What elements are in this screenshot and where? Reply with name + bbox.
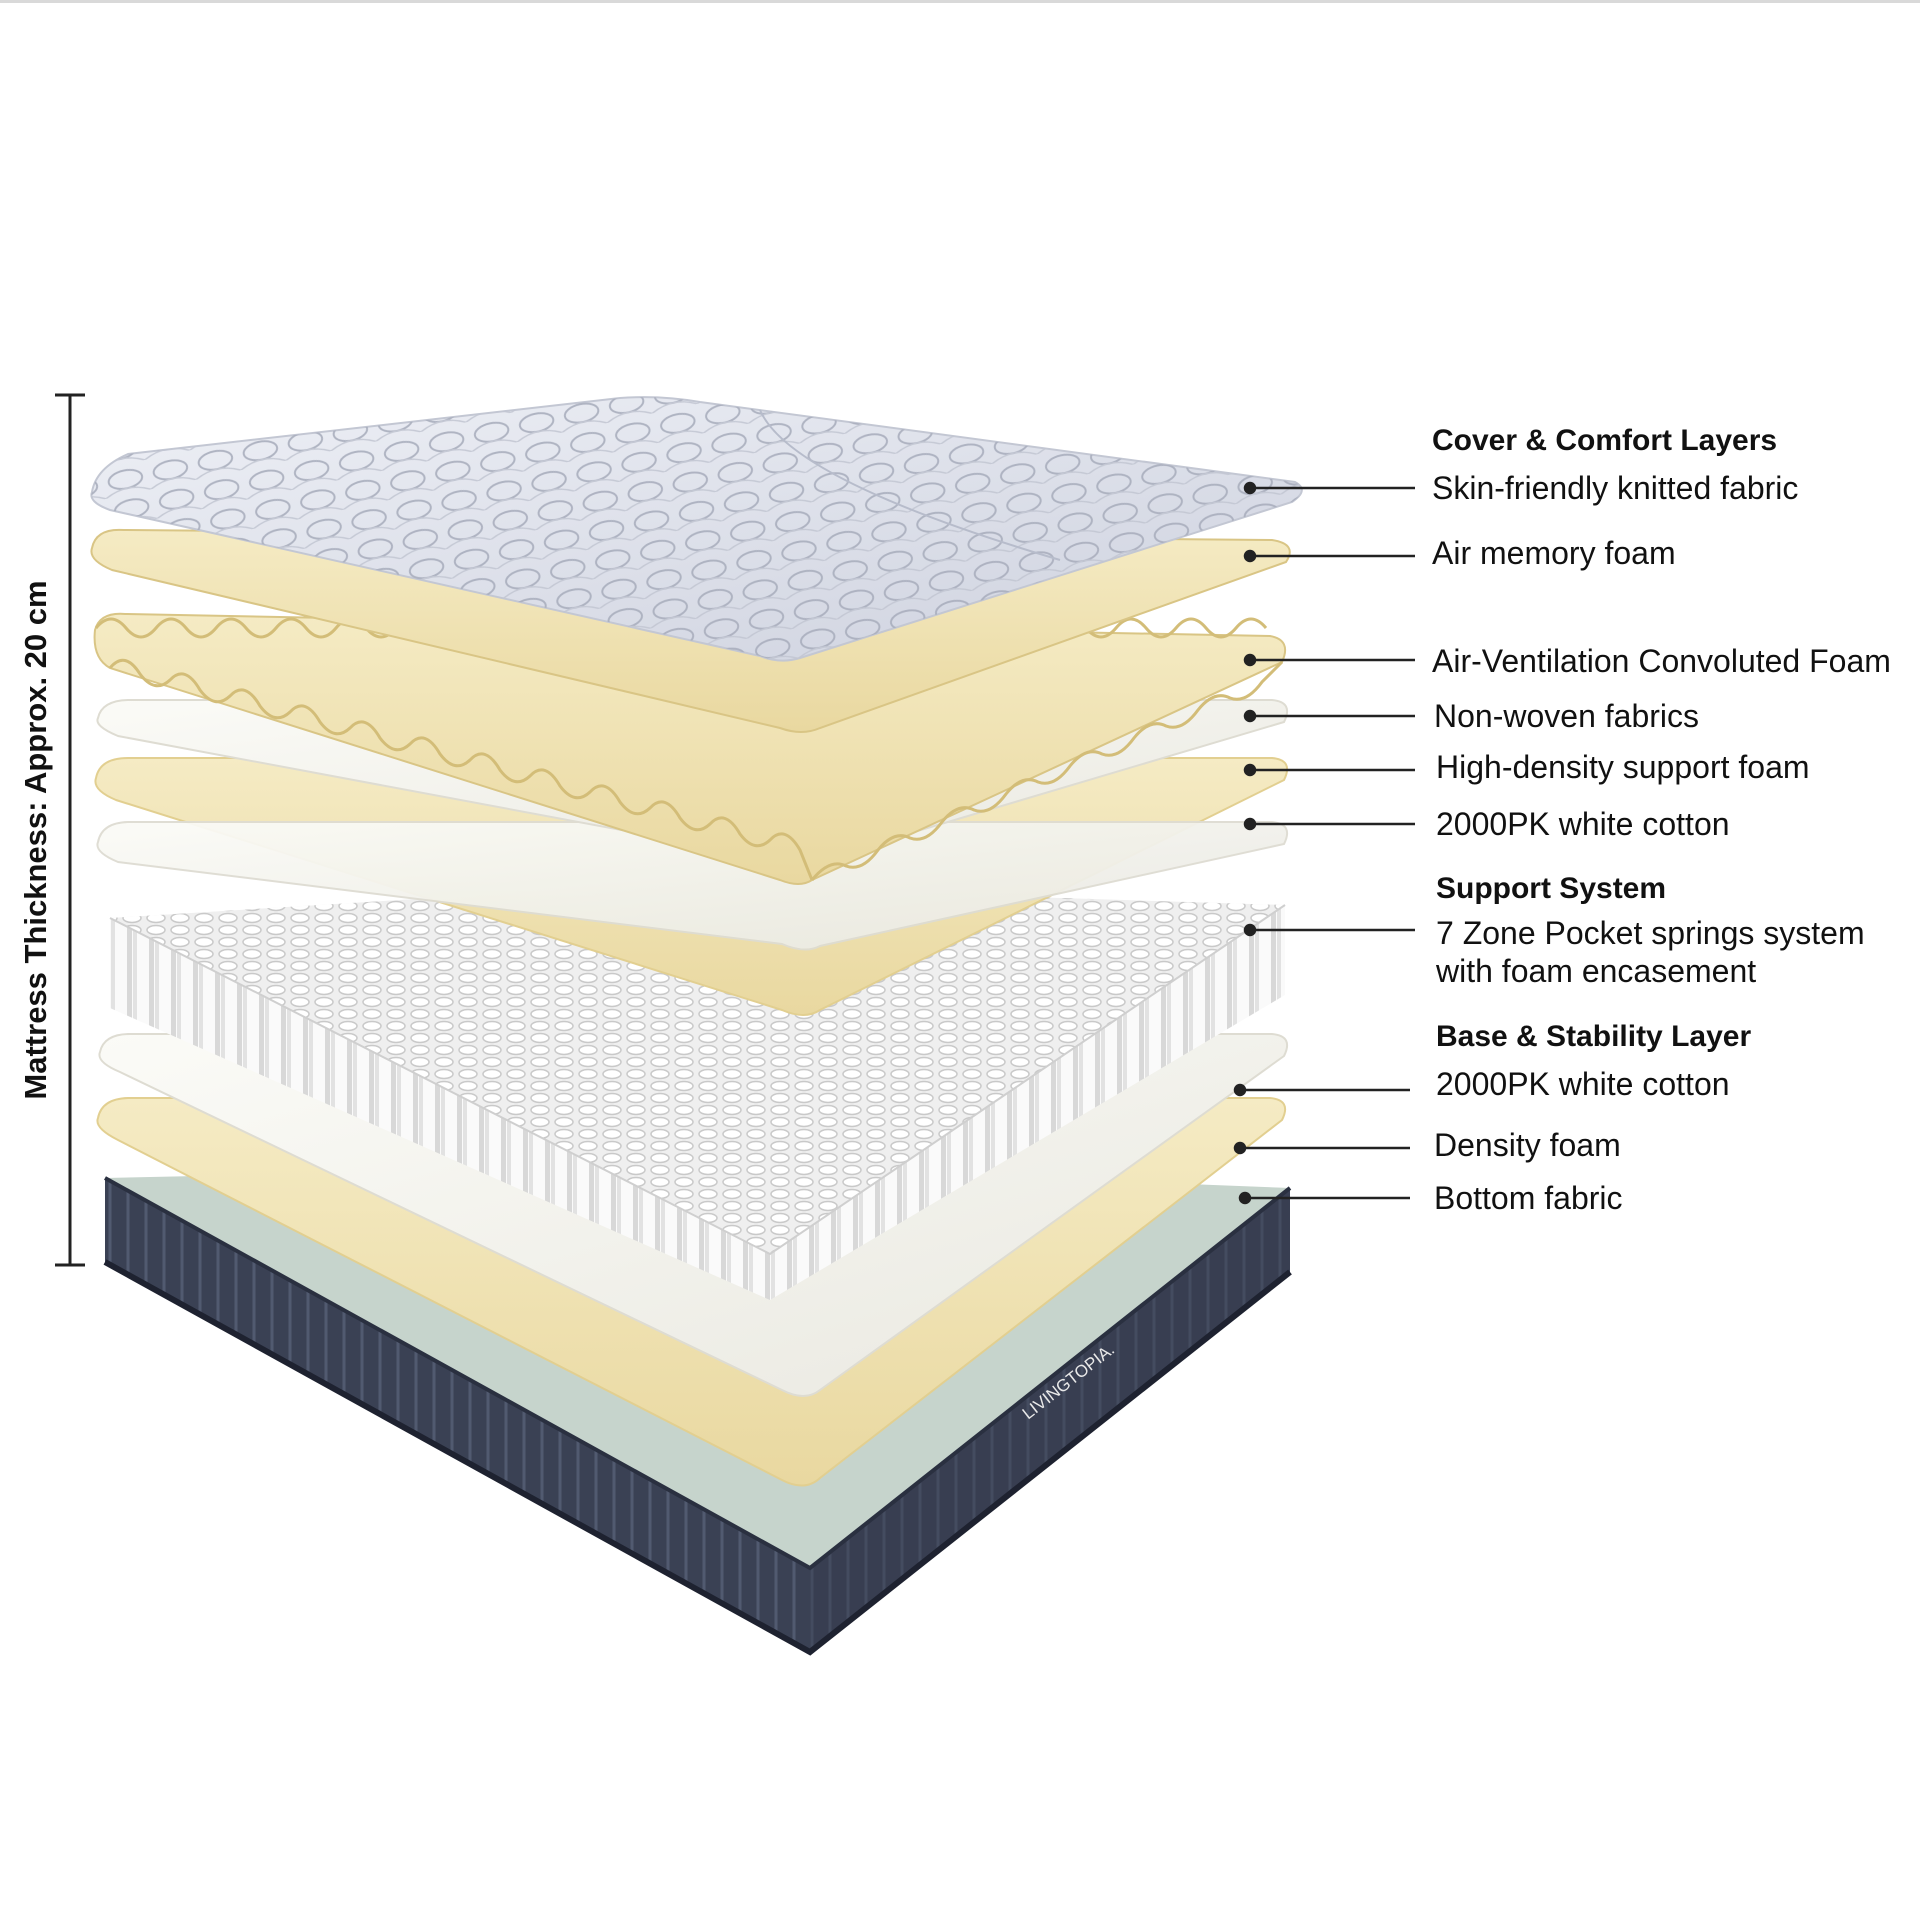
thickness-label: Mattress Thickness: Approx. 20 cm: [18, 580, 53, 1100]
label-springs-line2: with foam encasement: [1436, 953, 1757, 989]
leader-lines: [1233, 481, 1415, 1205]
label-high-density-foam: High-density support foam: [1436, 749, 1810, 785]
section-heading-support: Support System: [1436, 872, 1667, 905]
label-cotton-top: 2000PK white cotton: [1436, 806, 1730, 842]
label-knitted-fabric: Skin-friendly knitted fabric: [1432, 470, 1799, 506]
layer-cotton-top: [96, 821, 1288, 951]
label-bottom-fabric: Bottom fabric: [1434, 1180, 1623, 1216]
top-edge-line: [0, 0, 1920, 3]
layer-knitted-cover: [90, 396, 1303, 662]
label-cotton-bottom: 2000PK white cotton: [1436, 1066, 1730, 1102]
label-springs-line1: 7 Zone Pocket springs system: [1436, 915, 1865, 951]
thickness-bracket: [55, 393, 85, 1267]
section-heading-cover: Cover & Comfort Layers: [1432, 424, 1778, 457]
label-convoluted-foam: Air-Ventilation Convoluted Foam: [1432, 643, 1891, 679]
section-heading-base: Base & Stability Layer: [1436, 1020, 1752, 1053]
label-air-memory-foam: Air memory foam: [1432, 535, 1676, 571]
label-density-foam: Density foam: [1434, 1127, 1621, 1163]
layer-pocket-springs: [109, 885, 1286, 1300]
label-non-woven: Non-woven fabrics: [1434, 698, 1699, 734]
